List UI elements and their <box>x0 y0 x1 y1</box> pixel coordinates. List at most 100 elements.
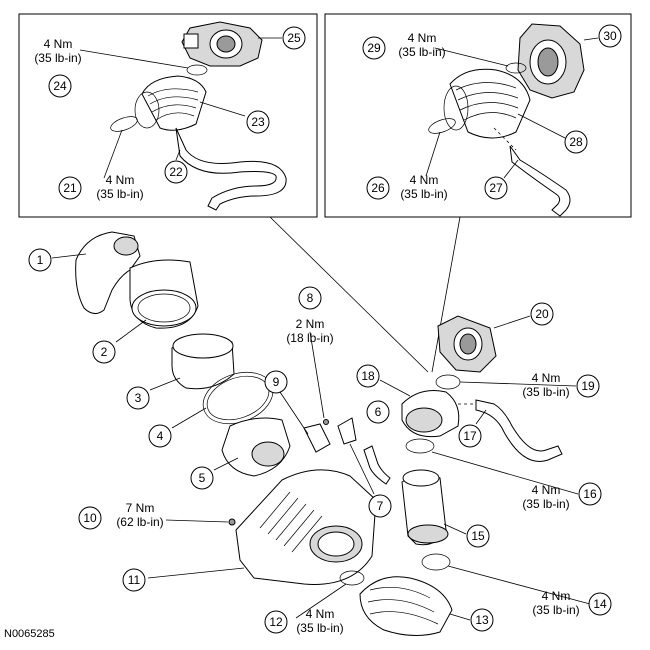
svg-text:(35 lb-in): (35 lb-in) <box>400 187 447 201</box>
clamp-21 <box>103 116 138 179</box>
callout-3: 3 <box>126 386 150 410</box>
clamp-14 <box>421 553 591 605</box>
svg-text:19: 19 <box>581 379 595 393</box>
clamp-26 <box>425 118 456 177</box>
svg-text:(35 lb-in): (35 lb-in) <box>522 497 569 511</box>
torque-26: 4 Nm (35 lb-in) <box>400 173 447 201</box>
svg-text:3: 3 <box>135 391 142 405</box>
callout-1: 1 <box>28 248 52 272</box>
svg-text:17: 17 <box>463 429 477 443</box>
air-cleaner-outlet-pipe <box>51 231 141 314</box>
air-intake-elbow-18 <box>379 379 460 438</box>
svg-text:7: 7 <box>377 499 384 513</box>
svg-text:6: 6 <box>375 405 382 419</box>
iat-connector <box>337 417 375 495</box>
svg-text:4 Nm: 4 Nm <box>106 173 135 187</box>
svg-text:13: 13 <box>475 613 489 627</box>
svg-text:27: 27 <box>489 181 503 195</box>
callout-5: 5 <box>190 466 214 490</box>
intake-boot-right <box>443 68 566 139</box>
torque-21: 4 Nm (35 lb-in) <box>96 173 143 201</box>
clamp-12 <box>295 570 365 619</box>
svg-text:4 Nm: 4 Nm <box>44 37 73 51</box>
svg-text:16: 16 <box>583 487 597 501</box>
svg-text:4 Nm: 4 Nm <box>408 31 437 45</box>
pcv-tube-17 <box>458 399 563 462</box>
callout-14: 14 <box>588 592 612 616</box>
svg-text:(62 lb-in): (62 lb-in) <box>116 515 163 529</box>
svg-text:26: 26 <box>371 181 385 195</box>
resonator-15 <box>401 469 467 546</box>
torque-8: 2 Nm (18 lb-in) <box>286 317 333 345</box>
svg-text:4 Nm: 4 Nm <box>542 589 571 603</box>
svg-text:2 Nm: 2 Nm <box>296 317 325 331</box>
intake-hose-13 <box>359 576 471 636</box>
clamp-19 <box>435 374 577 390</box>
pcv-tube-left <box>175 127 287 211</box>
callout-10: 10 <box>78 506 102 530</box>
svg-text:10: 10 <box>83 511 97 525</box>
svg-text:25: 25 <box>287 31 301 45</box>
callout-15: 15 <box>466 524 490 548</box>
torque-16: 4 Nm (35 lb-in) <box>522 483 569 511</box>
svg-text:4 Nm: 4 Nm <box>306 607 335 621</box>
callout-4: 4 <box>148 424 172 448</box>
clamp-29 <box>434 47 527 74</box>
svg-text:(35 lb-in): (35 lb-in) <box>532 603 579 617</box>
svg-text:(35 lb-in): (35 lb-in) <box>296 621 343 635</box>
callout-6: 6 <box>366 400 390 424</box>
svg-text:12: 12 <box>269 615 283 629</box>
callout-2: 2 <box>92 340 116 364</box>
air-filter-element <box>149 333 235 391</box>
svg-text:(35 lb-in): (35 lb-in) <box>398 45 445 59</box>
svg-text:(35 lb-in): (35 lb-in) <box>34 51 81 65</box>
svg-text:4 Nm: 4 Nm <box>532 371 561 385</box>
intake-boot-left <box>134 75 246 131</box>
callout-8: 8 <box>298 286 322 310</box>
figure-code: N0065285 <box>4 628 55 640</box>
callout-27: 27 <box>484 176 508 200</box>
callout-9: 9 <box>264 370 288 394</box>
svg-text:2: 2 <box>101 345 108 359</box>
callout-16: 16 <box>578 482 602 506</box>
pcv-tube-right <box>493 127 571 217</box>
svg-text:(35 lb-in): (35 lb-in) <box>96 187 143 201</box>
throttle-body-20 <box>437 315 531 373</box>
callout-29: 29 <box>362 36 386 60</box>
svg-text:(35 lb-in): (35 lb-in) <box>522 385 569 399</box>
callout-7: 7 <box>368 494 392 518</box>
callout-18: 18 <box>356 364 380 388</box>
svg-text:9: 9 <box>273 375 280 389</box>
torque-19: 4 Nm (35 lb-in) <box>522 371 569 399</box>
svg-text:24: 24 <box>53 79 67 93</box>
svg-text:8: 8 <box>307 291 314 305</box>
svg-text:(18 lb-in): (18 lb-in) <box>286 331 333 345</box>
torque-10: 7 Nm (62 lb-in) <box>116 501 163 529</box>
air-cleaner-housing-upper <box>213 417 291 477</box>
torque-12: 4 Nm (35 lb-in) <box>296 607 343 635</box>
svg-text:18: 18 <box>361 369 375 383</box>
maf-sensor <box>279 391 331 453</box>
callout-24: 24 <box>48 74 72 98</box>
torque-29: 4 Nm (35 lb-in) <box>398 31 445 59</box>
torque-14: 4 Nm (35 lb-in) <box>532 589 579 617</box>
detail-leader-right <box>431 216 461 373</box>
callout-11: 11 <box>122 568 146 592</box>
clamp-16 <box>405 438 579 495</box>
svg-text:29: 29 <box>367 41 381 55</box>
callout-28: 28 <box>564 130 588 154</box>
clamp-24 <box>79 49 208 76</box>
callout-21: 21 <box>58 176 82 200</box>
throttle-body-left <box>181 21 282 67</box>
svg-text:22: 22 <box>169 165 183 179</box>
callout-12: 12 <box>264 610 288 634</box>
callout-17: 17 <box>458 424 482 448</box>
torque-24: 4 Nm (35 lb-in) <box>34 37 81 65</box>
svg-text:5: 5 <box>199 471 206 485</box>
svg-text:7 Nm: 7 Nm <box>126 501 155 515</box>
callout-13: 13 <box>470 608 494 632</box>
callout-26: 26 <box>366 176 390 200</box>
callout-20: 20 <box>530 302 554 326</box>
svg-text:11: 11 <box>128 573 141 587</box>
